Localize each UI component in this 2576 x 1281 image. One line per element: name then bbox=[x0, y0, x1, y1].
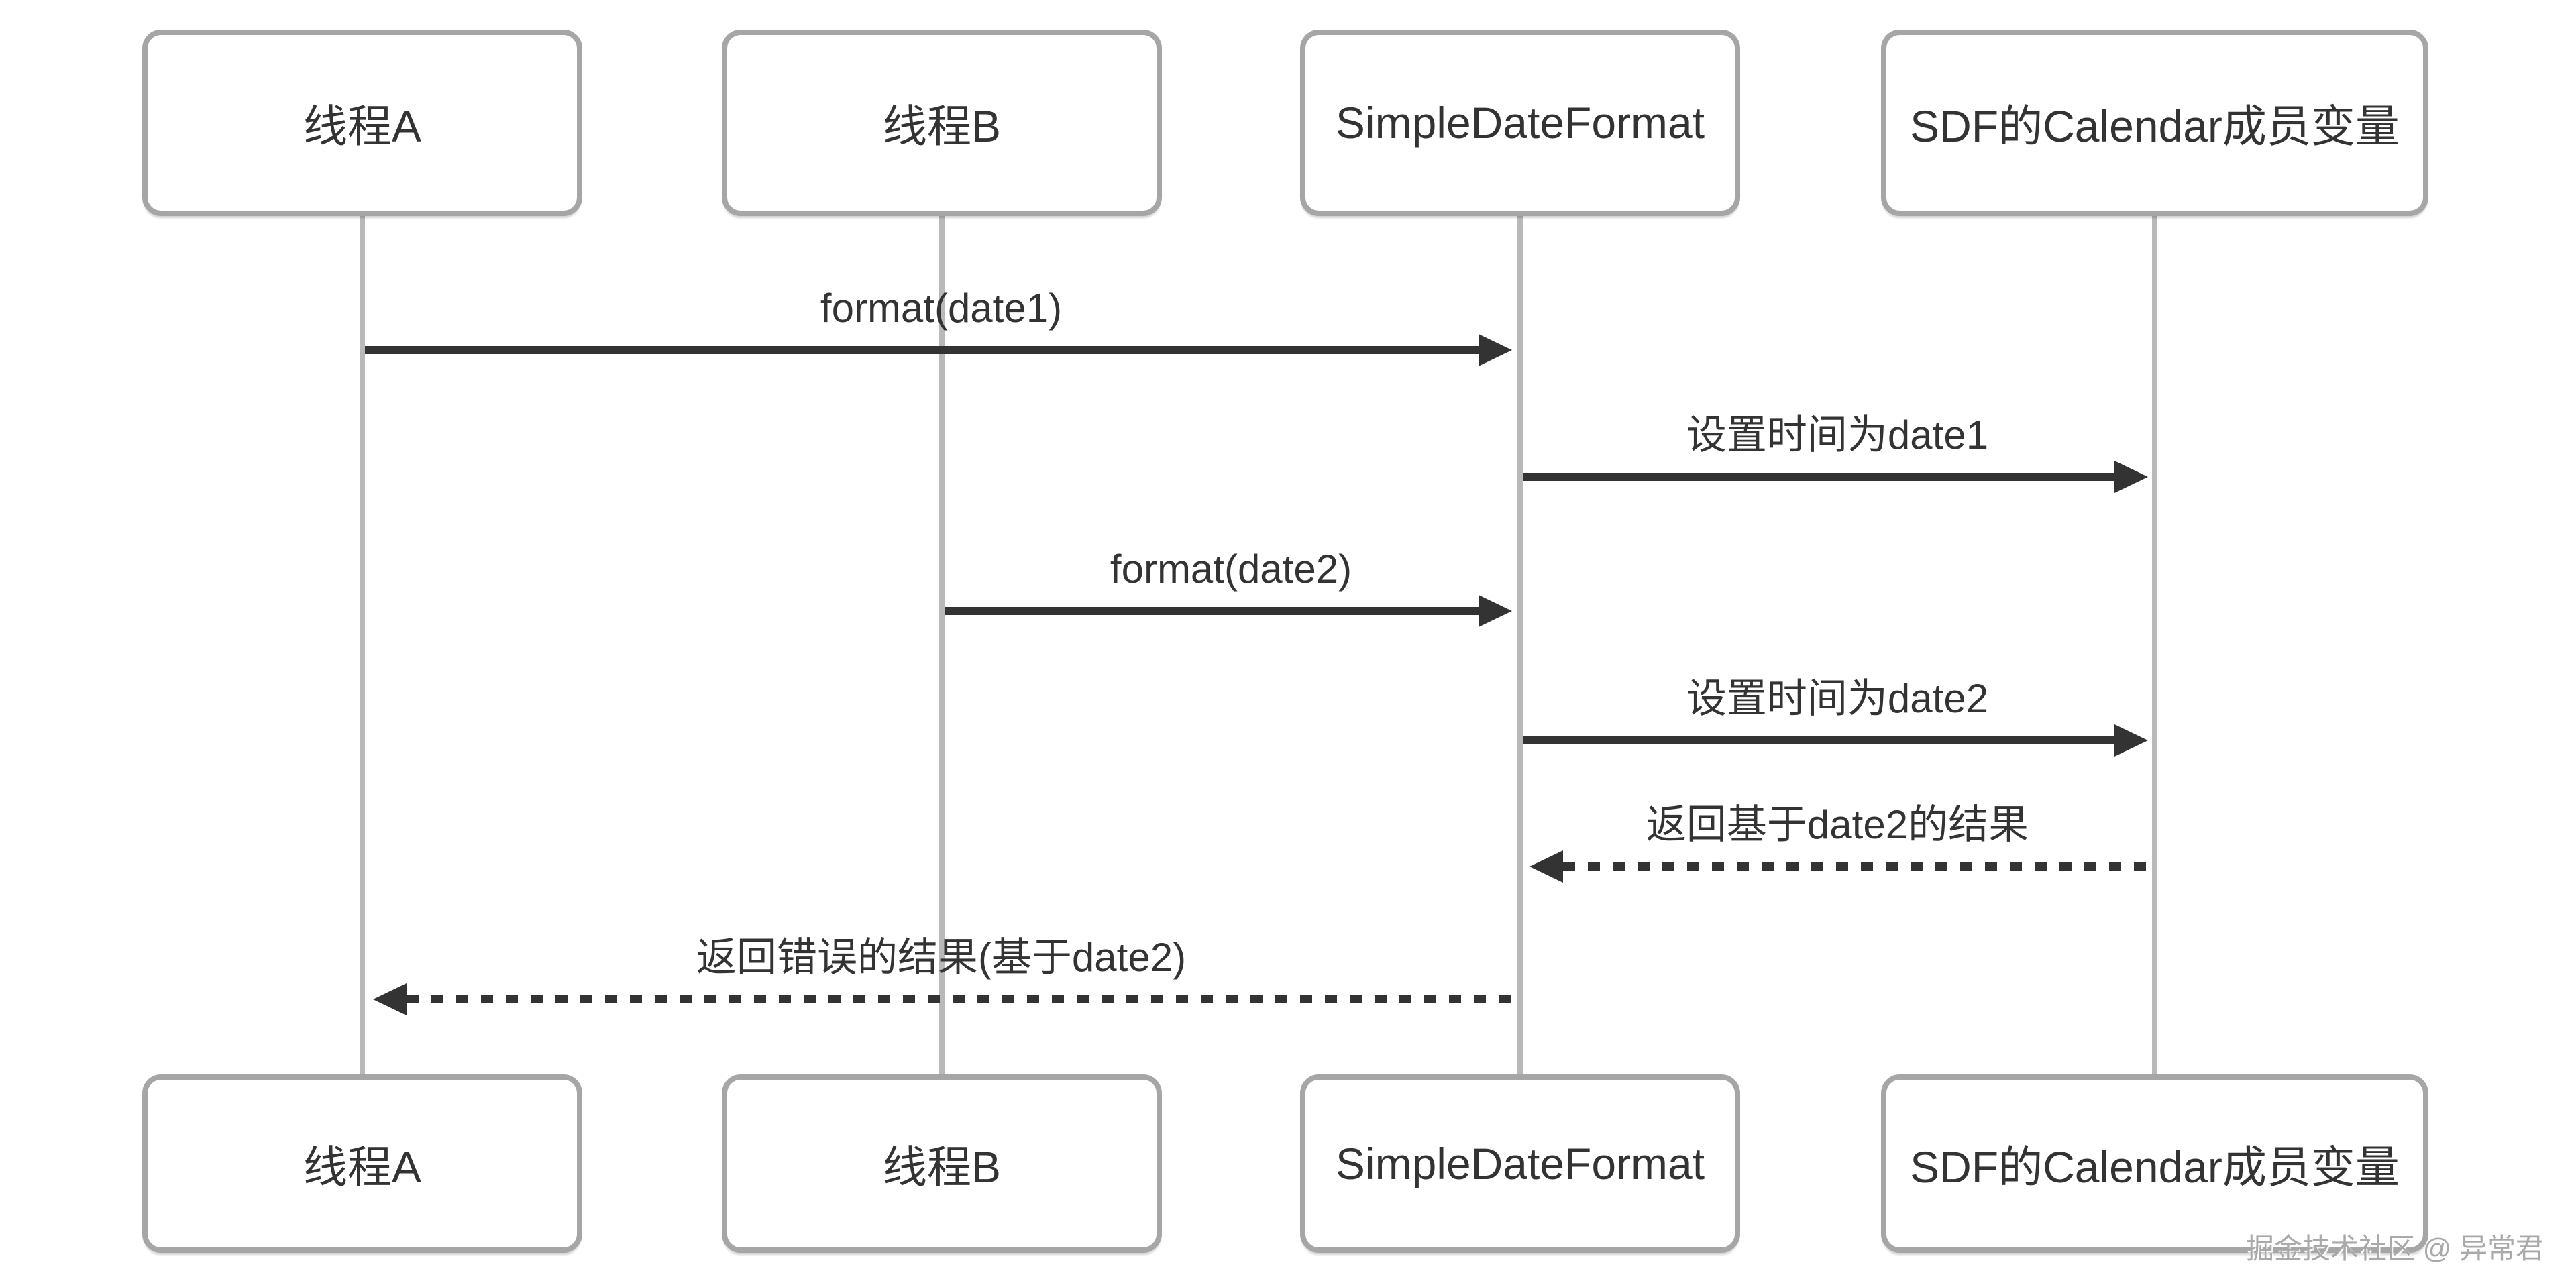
arrowhead-right-icon bbox=[2114, 461, 2148, 493]
arrowhead-right-icon bbox=[1479, 334, 1512, 366]
message-line-set-time-date2 bbox=[1523, 736, 2114, 744]
message-line-return-date2-result bbox=[1563, 862, 2151, 871]
participant-box-thread-a-bottom: 线程A bbox=[142, 1074, 582, 1253]
arrowhead-right-icon bbox=[1479, 595, 1512, 627]
message-label-set-time-date1: 设置时间为date1 bbox=[1686, 412, 1989, 457]
message-line-return-wrong-result bbox=[407, 995, 1517, 1003]
lifeline-thread-b bbox=[939, 213, 945, 1077]
message-line-format-date2 bbox=[945, 607, 1479, 615]
arrowhead-left-icon bbox=[373, 983, 407, 1015]
participant-box-simpledateformat-bottom: SimpleDateFormat bbox=[1300, 1074, 1740, 1253]
arrowhead-right-icon bbox=[2114, 724, 2148, 757]
lifeline-simpledateformat bbox=[1517, 213, 1523, 1077]
message-label-return-wrong-result: 返回错误的结果(基于date2) bbox=[696, 935, 1187, 980]
arrowhead-left-icon bbox=[1529, 850, 1563, 883]
participant-box-simpledateformat-top: SimpleDateFormat bbox=[1300, 30, 1740, 216]
participant-box-thread-a-top: 线程A bbox=[142, 30, 582, 216]
participant-box-calendar-top: SDF的Calendar成员变量 bbox=[1881, 30, 2428, 216]
lifeline-calendar bbox=[2152, 213, 2157, 1077]
participant-box-thread-b-top: 线程B bbox=[722, 30, 1162, 216]
participant-box-calendar-bottom: SDF的Calendar成员变量 bbox=[1881, 1074, 2428, 1253]
message-label-format-date1: format(date1) bbox=[820, 286, 1063, 331]
message-label-set-time-date2: 设置时间为date2 bbox=[1686, 676, 1989, 721]
participant-box-thread-b-bottom: 线程B bbox=[722, 1074, 1162, 1253]
message-line-format-date1 bbox=[365, 346, 1479, 354]
message-label-return-date2-result: 返回基于date2的结果 bbox=[1646, 802, 2029, 847]
message-label-format-date2: format(date2) bbox=[1110, 547, 1352, 592]
lifeline-thread-a bbox=[360, 213, 365, 1077]
message-line-set-time-date1 bbox=[1523, 473, 2114, 481]
watermark: 掘金技术社区 @ 异常君 bbox=[2246, 1233, 2544, 1264]
